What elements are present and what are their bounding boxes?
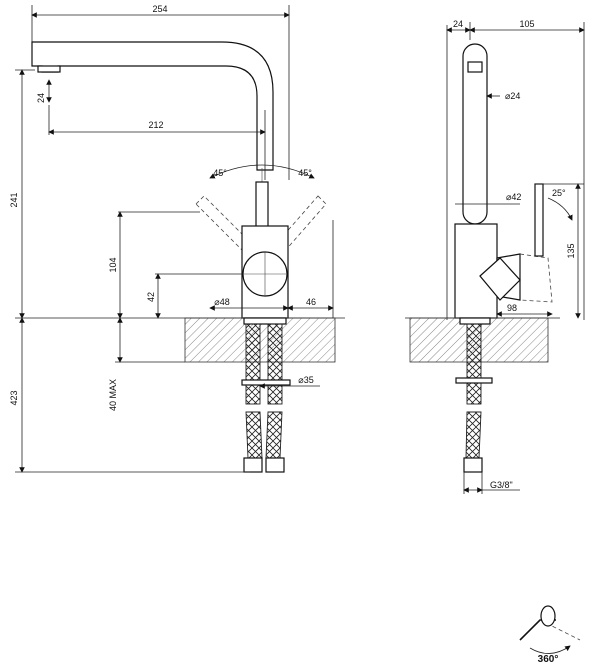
dim-side-width: 105 — [519, 19, 534, 29]
dim-shank-diameter: ⌀35 — [298, 375, 313, 385]
front-nut-right — [265, 457, 285, 473]
dim-base-to-spout-depth: 24 — [453, 19, 463, 29]
dim-side-height: 135 — [566, 243, 576, 258]
dim-body-diameter: ⌀48 — [214, 297, 229, 307]
front-view: 254 24 212 45° 45° 241 104 — [9, 4, 345, 473]
dim-thread: G3/8" — [490, 480, 513, 490]
dim-side-depth: 98 — [507, 303, 517, 313]
dim-deck-max: 40 MAX — [108, 379, 118, 411]
front-hose-right — [267, 323, 283, 405]
dim-spout-diameter: ⌀24 — [505, 91, 520, 101]
dim-spout-reach: 212 — [148, 120, 163, 130]
front-hose-left — [245, 323, 261, 405]
rotation-label: 360° — [538, 654, 559, 665]
dim-overall-width: 254 — [152, 4, 167, 14]
aerator — [37, 65, 61, 73]
side-lever-handle — [534, 183, 544, 257]
dim-side-lever-angle: 25° — [552, 188, 566, 198]
dim-total-height: 241 — [9, 192, 19, 207]
side-hose-lower — [465, 411, 482, 459]
dim-lever-left-angle: 45° — [213, 168, 227, 178]
front-hose-lower-right — [265, 411, 283, 459]
dim-lever-right-angle: 45° — [298, 168, 312, 178]
rotation-arrow-icon: 360° — [519, 605, 581, 665]
spout — [31, 41, 274, 171]
side-nut — [463, 457, 483, 473]
side-hose — [466, 323, 482, 405]
front-shank — [243, 317, 287, 325]
dim-aerator-drop: 24 — [36, 93, 46, 103]
dim-below-deck: 423 — [9, 390, 19, 405]
side-view: 24 105 ⌀24 ⌀42 25° 135 98 — [405, 19, 585, 494]
front-hose-lower-left — [245, 411, 263, 459]
dim-column-diameter: ⌀42 — [506, 192, 521, 202]
dim-lever-offset: 46 — [306, 297, 316, 307]
dim-body-center-height: 42 — [146, 292, 156, 302]
dim-lever-height: 104 — [108, 257, 118, 272]
lever-right-position — [275, 195, 327, 253]
front-nut-left — [243, 457, 263, 473]
